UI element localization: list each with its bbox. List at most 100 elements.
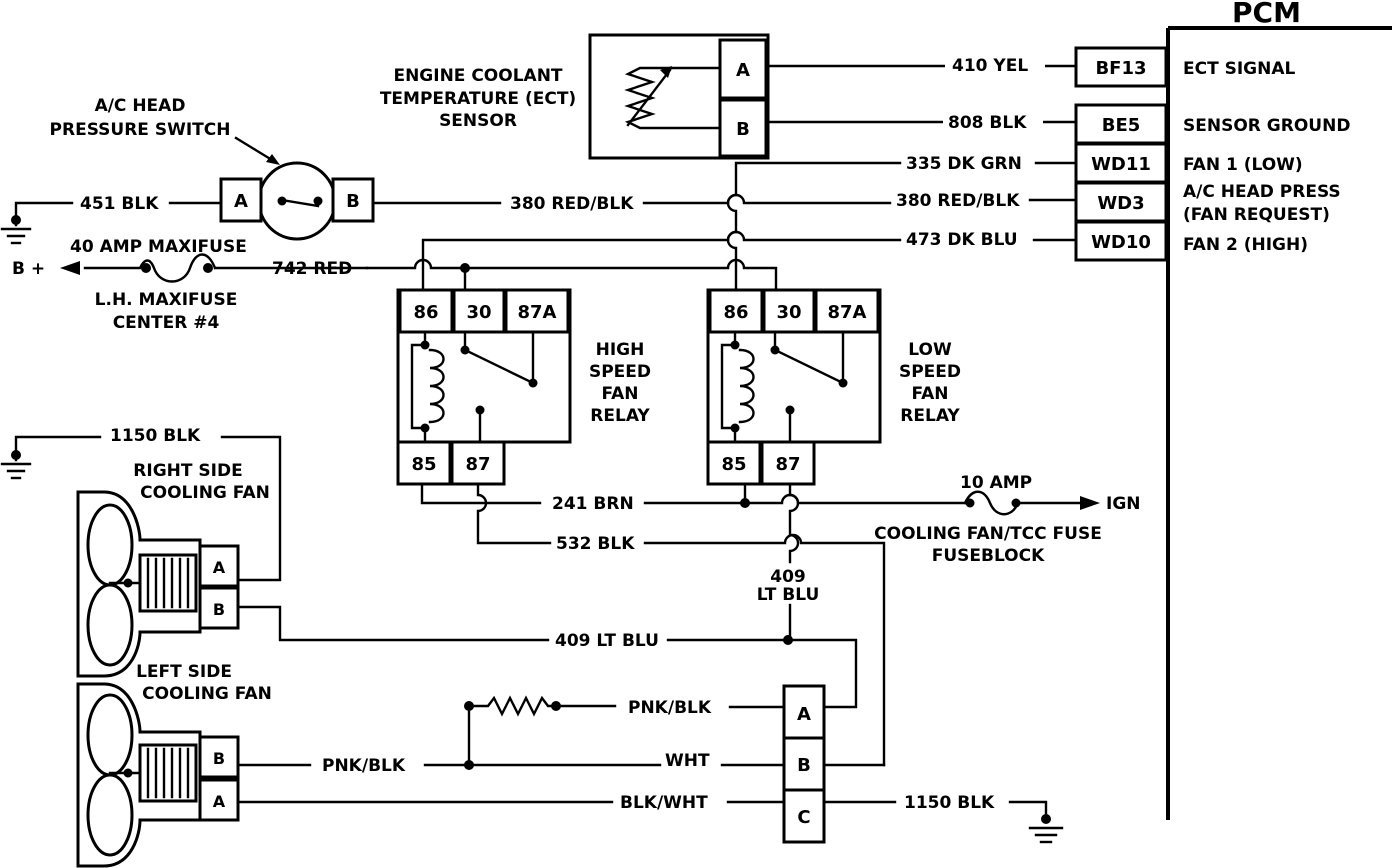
thermistor-symbol xyxy=(624,66,722,130)
resistor-dot-left xyxy=(464,701,474,711)
pcm-pin-wd3: WD3 xyxy=(1097,193,1144,214)
wire-label-808: 808 BLK xyxy=(948,113,1027,133)
wire-label-wht: WHT xyxy=(665,751,710,771)
left-fan-pin-box-b xyxy=(198,735,240,779)
ac-switch-pin-box-b xyxy=(331,177,375,223)
pcm-pin-box-be5 xyxy=(1074,103,1168,145)
wire-label-blk-wht: BLK/WHT xyxy=(620,793,708,813)
high-relay-label-line3: FAN xyxy=(601,384,638,404)
wire-742-red-bus xyxy=(365,258,778,292)
pcm-pin-wd10: WD10 xyxy=(1091,232,1151,253)
low-relay-87-contact xyxy=(785,405,795,415)
ect-pin-a: A xyxy=(736,60,750,81)
high-relay-pin-87: 87 xyxy=(465,454,490,475)
low-relay-arm-pivot xyxy=(770,345,780,355)
high-relay-coil-frame xyxy=(410,343,427,430)
right-side-cooling-fan: RIGHT SIDE COOLING FAN A B xyxy=(76,461,270,678)
battery-label: B + xyxy=(12,259,45,279)
ign-fuse-dot-left xyxy=(965,498,975,508)
right-fan-label-line2: COOLING FAN xyxy=(140,483,270,503)
pcm-function-ect-signal: ECT SIGNAL xyxy=(1183,59,1296,79)
ign-label: IGN xyxy=(1106,494,1141,514)
ground-dot-1150-bottom xyxy=(1041,814,1051,824)
wire-1150-blk-top-left xyxy=(14,435,102,462)
low-relay-pin-87a: 87A xyxy=(828,302,867,323)
connector-pin-box-c xyxy=(782,788,826,844)
maxifuse-dot-left xyxy=(141,263,151,273)
low-speed-fan-relay: 86 30 87A 85 87 LOW SPEED FAN RELAY xyxy=(706,288,961,486)
low-relay-pin-box-30 xyxy=(762,288,816,334)
ground-dot-451 xyxy=(11,215,21,225)
wire-532-blk-run xyxy=(643,533,886,767)
low-relay-coil xyxy=(738,348,755,424)
wire-label-409-color: LT BLU xyxy=(757,585,820,605)
ect-label-line2: TEMPERATURE (ECT) xyxy=(380,89,576,109)
left-fan-blade-bottom xyxy=(86,773,134,857)
pcm-pin-bf13: BF13 xyxy=(1095,58,1146,79)
right-fan-blade-top xyxy=(86,503,134,587)
ign-fuse-rating: 10 AMP xyxy=(960,473,1032,493)
ign-arrow xyxy=(1080,496,1100,510)
low-relay-label-line4: RELAY xyxy=(900,406,960,426)
high-relay-coil xyxy=(428,348,445,424)
high-relay-label-line1: HIGH xyxy=(596,340,645,360)
left-fan-pin-a: A xyxy=(213,792,226,811)
left-side-cooling-fan: LEFT SIDE COOLING FAN B A xyxy=(76,662,272,868)
ac-pressure-switch: A/C HEAD PRESSURE SWITCH A B xyxy=(50,96,375,241)
pcm-function-fan2-high: FAN 2 (HIGH) xyxy=(1183,235,1308,255)
low-relay-coil-dot-top xyxy=(730,340,740,350)
wire-335-dk-grn xyxy=(726,161,902,292)
right-fan-pin-box-a xyxy=(198,544,240,588)
high-relay-pin-30: 30 xyxy=(466,302,491,323)
ect-label-line1: ENGINE COOLANT xyxy=(393,66,562,86)
wire-241-brn-b xyxy=(643,493,967,505)
ac-switch-pointer-head xyxy=(266,154,280,165)
high-relay-pin-box-30 xyxy=(452,288,506,334)
low-relay-pin-box-87a xyxy=(814,288,880,334)
ect-pin-box-b xyxy=(718,98,768,158)
left-fan-blade-top xyxy=(86,693,134,777)
connector-pin-box-a xyxy=(782,684,826,740)
low-relay-label-line2: SPEED xyxy=(899,362,961,382)
resistor-symbol xyxy=(467,695,617,717)
wire-532-blk xyxy=(476,482,552,545)
wire-label-808-bg xyxy=(943,113,1043,131)
high-relay-87-contact xyxy=(475,405,485,415)
right-fan-motor-windings xyxy=(146,557,190,609)
pcm-pin-wd11: WD11 xyxy=(1091,154,1151,175)
right-fan-pin-a: A xyxy=(213,558,226,577)
thermistor-variable-arrow xyxy=(626,68,672,127)
right-fan-hub xyxy=(123,578,133,588)
wire-label-1150-top: 1150 BLK xyxy=(110,426,201,446)
right-fan-pin-b: B xyxy=(213,600,225,619)
wire-label-410-bg xyxy=(945,58,1045,74)
high-relay-pin-86: 86 xyxy=(413,302,438,323)
ac-switch-pin-b: B xyxy=(346,191,360,212)
high-relay-coil-dot-top xyxy=(420,340,430,350)
right-fan-label-line1: RIGHT SIDE xyxy=(133,461,242,481)
ect-pin-b: B xyxy=(736,119,750,140)
high-relay-87a-contact xyxy=(528,378,538,388)
high-relay-label-line2: SPEED xyxy=(589,362,651,382)
wire-label-335: 335 DK GRN xyxy=(906,154,1022,174)
splice-241 xyxy=(740,498,750,508)
low-relay-pin-85: 85 xyxy=(721,454,746,475)
low-relay-label-line1: LOW xyxy=(908,340,952,360)
left-fan-label-line1: LEFT SIDE xyxy=(136,662,232,682)
wire-label-410-text: 410 YEL xyxy=(952,56,1028,76)
ac-switch-label-line1: A/C HEAD xyxy=(95,96,186,116)
left-fan-pin-box-a xyxy=(198,778,240,822)
wire-409-vertical-top xyxy=(788,482,800,564)
right-fan-pin-box-b xyxy=(198,586,240,630)
low-relay-pin-box-87 xyxy=(760,440,816,486)
high-relay-coil-dot-bottom xyxy=(420,423,430,433)
high-relay-pin-85: 85 xyxy=(411,454,436,475)
high-relay-pin-87a: 87A xyxy=(518,302,557,323)
ac-switch-pointer xyxy=(234,136,274,162)
resistor-dot-right xyxy=(551,701,561,711)
ac-switch-contact-dot-left xyxy=(277,196,287,206)
left-fan-label-line2: COOLING FAN xyxy=(142,684,272,704)
ac-switch-body xyxy=(257,161,337,241)
high-relay-label-line4: RELAY xyxy=(590,406,650,426)
pcm-title: PCM xyxy=(1232,0,1301,29)
